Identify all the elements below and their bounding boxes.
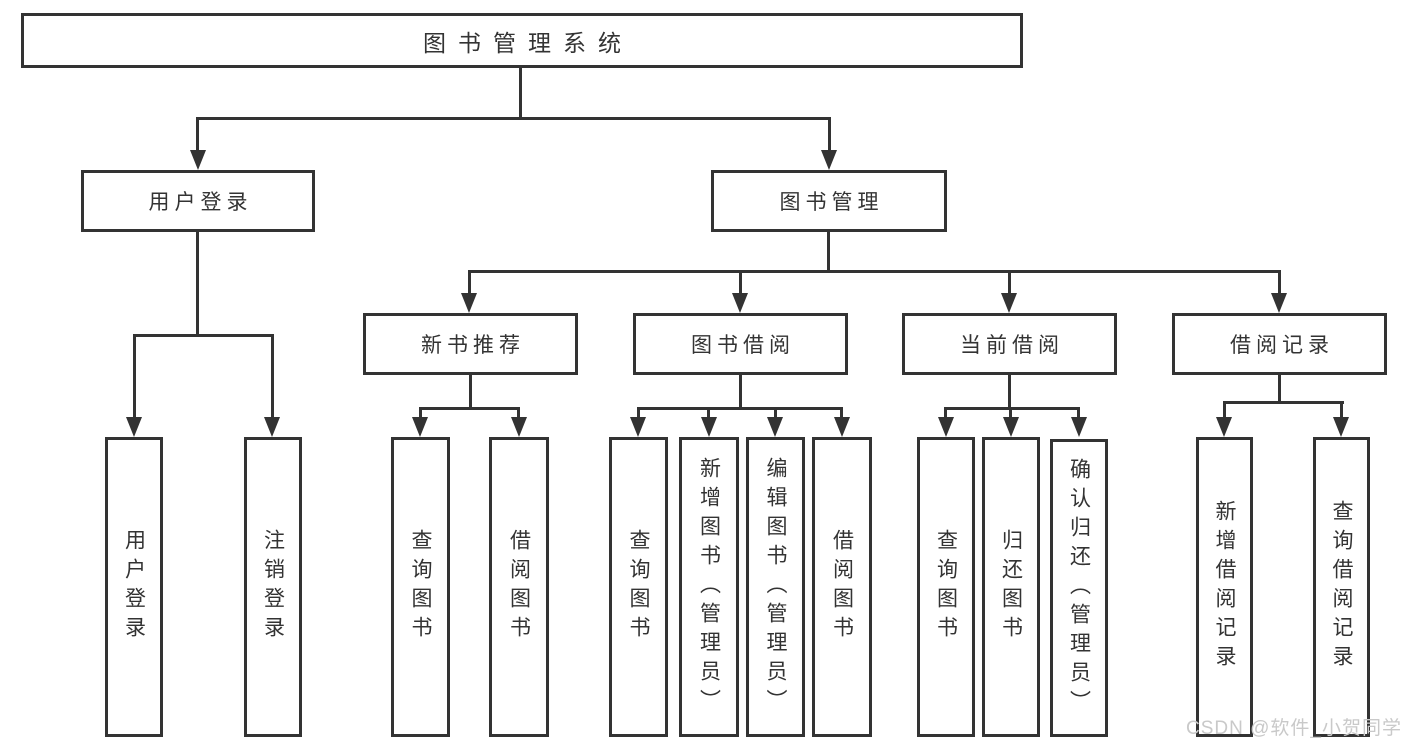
leaf-add-borrow-record: 新增借阅记录 — [1196, 437, 1253, 737]
connector-level3-rail — [468, 270, 1281, 273]
node-book-mgmt: 图书管理 — [711, 170, 947, 232]
connector-drop-leaf — [1077, 407, 1080, 421]
leaf-return-book: 归还图书 — [982, 437, 1040, 737]
connector-drop-current-borrow — [1008, 270, 1011, 295]
node-user-login: 用户登录 — [81, 170, 315, 232]
arrow-down-icon — [630, 417, 646, 437]
arrow-down-icon — [461, 293, 477, 313]
leaf-confirm-return-admin: 确认归还（管理员） — [1050, 439, 1108, 737]
arrow-down-icon — [938, 417, 954, 437]
arrow-down-icon — [1216, 417, 1232, 437]
connector-drop-leaf — [517, 407, 520, 421]
connector-drop-leaf — [774, 407, 777, 421]
arrow-down-icon — [1071, 417, 1087, 437]
arrow-down-icon — [511, 417, 527, 437]
connector-drop-logout — [271, 334, 274, 419]
leaf-query-book: 查询图书 — [917, 437, 975, 737]
connector-drop-book-mgmt — [828, 117, 831, 153]
connector-user-login-stem — [196, 232, 199, 337]
arrow-down-icon — [126, 417, 142, 437]
connector-new-book-rec-stem — [469, 375, 472, 410]
connector-borrow-record-stem — [1278, 375, 1281, 404]
node-library-system: 图书管理系统 — [21, 13, 1023, 68]
connector-level2-rail — [196, 117, 831, 120]
leaf-query-borrow-record: 查询借阅记录 — [1313, 437, 1370, 737]
leaf-query-book: 查询图书 — [391, 437, 450, 737]
arrow-down-icon — [1001, 293, 1017, 313]
connector-drop-leaf — [840, 407, 843, 421]
connector-drop-leaf — [707, 407, 710, 421]
csdn-watermark: CSDN @软件_小贺同学 — [1186, 718, 1402, 739]
leaf-borrow-book: 借阅图书 — [812, 437, 872, 737]
leaf-borrow-book: 借阅图书 — [489, 437, 549, 737]
node-book-borrow: 图书借阅 — [633, 313, 848, 375]
arrow-down-icon — [834, 417, 850, 437]
leaf-logout: 注销登录 — [244, 437, 302, 737]
connector-drop-leaf — [637, 407, 640, 421]
connector-root-stem — [519, 68, 522, 119]
arrow-down-icon — [767, 417, 783, 437]
connector-book-mgmt-stem — [827, 232, 830, 272]
connector-drop-leaf — [1223, 401, 1226, 421]
connector-drop-new-book-rec — [468, 270, 471, 295]
connector-new-book-rec-rail — [419, 407, 520, 410]
arrow-down-icon — [732, 293, 748, 313]
arrow-down-icon — [701, 417, 717, 437]
arrow-down-icon — [190, 150, 206, 170]
connector-drop-borrow-record — [1278, 270, 1281, 295]
arrow-down-icon — [821, 150, 837, 170]
connector-user-login-rail — [133, 334, 274, 337]
arrow-down-icon — [412, 417, 428, 437]
arrow-down-icon — [1003, 417, 1019, 437]
connector-current-borrow-rail — [945, 407, 1080, 410]
connector-drop-login — [133, 334, 136, 419]
connector-drop-leaf — [419, 407, 422, 421]
connector-drop-leaf — [944, 407, 947, 421]
connector-drop-book-borrow — [739, 270, 742, 295]
node-new-book-rec: 新书推荐 — [363, 313, 578, 375]
connector-current-borrow-stem — [1008, 375, 1011, 410]
leaf-user-login: 用户登录 — [105, 437, 163, 737]
node-borrow-record: 借阅记录 — [1172, 313, 1387, 375]
node-current-borrow: 当前借阅 — [902, 313, 1117, 375]
leaf-add-book-admin: 新增图书（管理员） — [679, 437, 739, 737]
connector-drop-leaf — [1009, 407, 1012, 421]
connector-drop-leaf — [1340, 401, 1343, 421]
connector-book-borrow-rail — [637, 407, 843, 410]
arrow-down-icon — [1333, 417, 1349, 437]
leaf-query-book: 查询图书 — [609, 437, 668, 737]
leaf-edit-book-admin: 编辑图书（管理员） — [746, 437, 805, 737]
arrow-down-icon — [264, 417, 280, 437]
connector-drop-user-login — [196, 117, 199, 153]
connector-book-borrow-stem — [739, 375, 742, 410]
arrow-down-icon — [1271, 293, 1287, 313]
connector-borrow-record-rail — [1223, 401, 1344, 404]
